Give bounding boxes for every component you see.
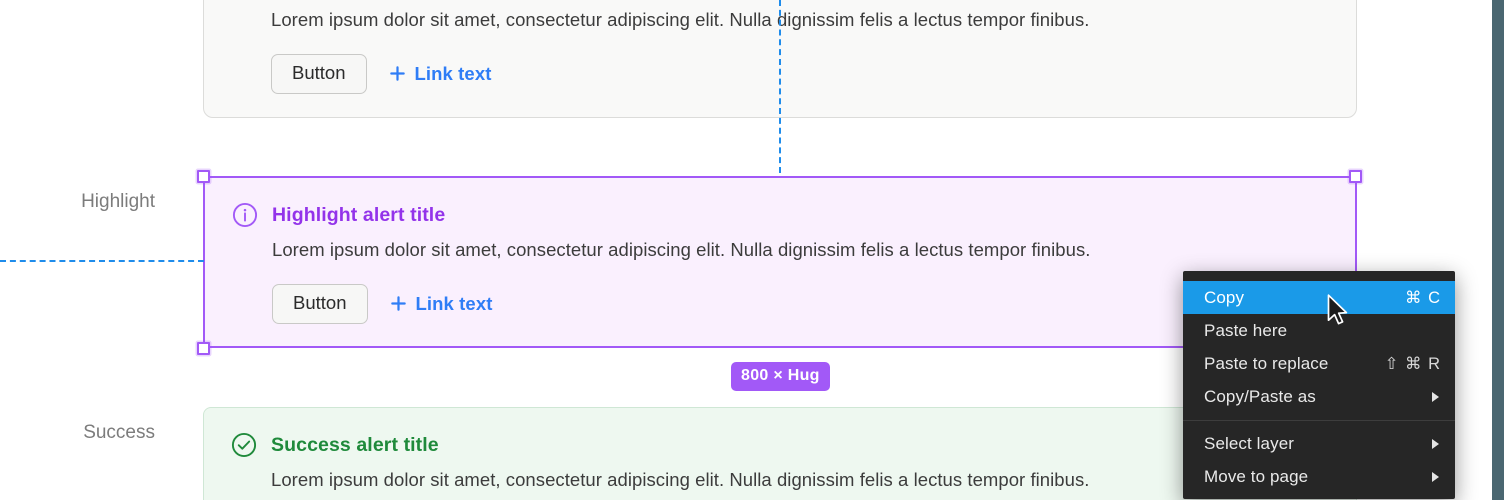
smart-guide-horizontal xyxy=(0,260,204,262)
alert-button[interactable]: Button xyxy=(271,54,367,94)
menu-item-label: Paste to replace xyxy=(1204,353,1329,373)
menu-item-label: Paste here xyxy=(1204,320,1288,340)
menu-item-move-to-page[interactable]: Move to page xyxy=(1183,460,1455,493)
resize-handle-bottom-left[interactable] xyxy=(197,342,210,355)
menu-item-copy-paste-as[interactable]: Copy/Paste as xyxy=(1183,380,1455,413)
check-circle-icon xyxy=(231,432,257,458)
submenu-arrow-icon xyxy=(1432,438,1439,449)
alert-button[interactable]: Button xyxy=(272,284,368,324)
alert-content: Highlight alert title Lorem ipsum dolor … xyxy=(205,202,1355,324)
menu-item-label: Select layer xyxy=(1204,433,1295,453)
menu-item-shortcut: ⌘ C xyxy=(1405,288,1441,307)
resize-handle-top-left[interactable] xyxy=(197,170,210,183)
menu-item-paste-to-replace[interactable]: Paste to replace ⇧ ⌘ R xyxy=(1183,347,1455,380)
menu-item-shortcut: ⇧ ⌘ R xyxy=(1384,354,1441,373)
menu-item-copy[interactable]: Copy ⌘ C xyxy=(1183,281,1455,314)
alert-card-highlight[interactable]: Highlight alert title Lorem ipsum dolor … xyxy=(203,176,1357,348)
plus-icon xyxy=(389,66,405,82)
smart-guide-vertical xyxy=(779,0,781,173)
info-circle-icon xyxy=(232,202,258,228)
context-menu[interactable]: Copy ⌘ C Paste here Paste to replace ⇧ ⌘… xyxy=(1183,271,1455,499)
row-label-success: Success xyxy=(83,422,155,443)
menu-item-select-layer[interactable]: Select layer xyxy=(1183,427,1455,460)
alert-link-label[interactable]: Link text xyxy=(415,292,493,314)
alert-content: Success alert title Lorem ipsum dolor si… xyxy=(204,432,1356,491)
submenu-arrow-icon xyxy=(1432,471,1439,482)
menu-item-label: Copy/Paste as xyxy=(1204,386,1316,406)
resize-handle-top-right[interactable] xyxy=(1349,170,1362,183)
alert-link-label[interactable]: Link text xyxy=(414,62,492,84)
menu-item-paste-here[interactable]: Paste here xyxy=(1183,314,1455,347)
menu-separator xyxy=(1183,420,1455,421)
right-panel-edge xyxy=(1492,0,1504,500)
submenu-arrow-icon xyxy=(1432,391,1439,402)
alert-body-text: Lorem ipsum dolor sit amet, consectetur … xyxy=(271,9,1090,30)
selection-size-badge: 800 × Hug xyxy=(731,362,830,391)
alert-title: Success alert title xyxy=(271,433,439,456)
plus-icon xyxy=(390,296,406,312)
alert-actions: Button Link text xyxy=(272,284,1355,324)
alert-content: Lorem ipsum dolor sit amet, consectetur … xyxy=(204,0,1356,94)
menu-item-label: Copy xyxy=(1204,287,1245,307)
alert-body-text: Lorem ipsum dolor sit amet, consectetur … xyxy=(271,469,1090,490)
alert-card-success[interactable]: Success alert title Lorem ipsum dolor si… xyxy=(203,407,1357,500)
alert-header: Success alert title xyxy=(231,432,1356,458)
alert-body-text: Lorem ipsum dolor sit amet, consectetur … xyxy=(272,239,1091,260)
alert-actions: Button Link text xyxy=(271,54,1356,94)
alert-link[interactable]: Link text xyxy=(390,293,493,315)
alert-title: Highlight alert title xyxy=(272,203,446,226)
menu-item-label: Move to page xyxy=(1204,466,1309,486)
row-label-highlight: Highlight xyxy=(81,191,155,212)
alert-link[interactable]: Link text xyxy=(389,63,492,85)
alert-header: Highlight alert title xyxy=(232,202,1355,228)
